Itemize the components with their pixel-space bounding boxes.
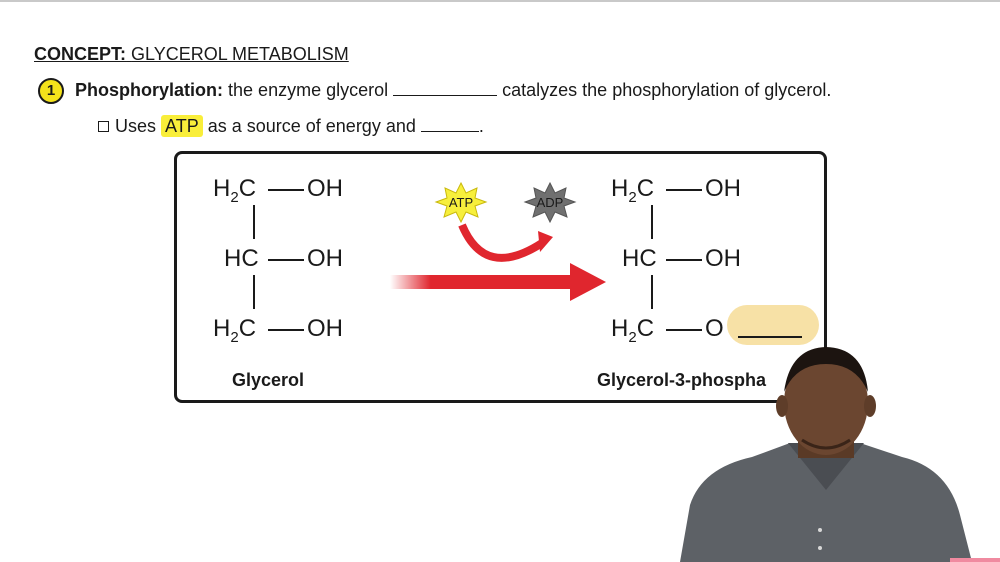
step-number-badge: 1 [38,78,64,104]
reactant-c3: H2C [213,315,257,346]
reactant-vbond-2 [253,275,255,309]
atp-adp-curve [458,223,545,262]
concept-heading: CONCEPT: GLYCEROL METABOLISM [34,44,349,65]
step-text-before: the enzyme glycerol [228,79,389,100]
product-c2: HC [622,245,657,272]
product-c3: H2C [611,315,655,346]
step-1-row: 1 Phosphorylation: the enzyme glycerol c… [38,78,831,104]
concept-title: GLYCEROL METABOLISM [131,44,349,64]
product-vbond-2 [651,275,653,309]
bullet-checkbox-icon [98,120,109,132]
curve-arrow-head [538,231,553,252]
atp-burst-icon: ATP [434,181,488,224]
reactant-c1: H2C [213,175,257,206]
concept-prefix: CONCEPT: [34,44,127,64]
product-o-3: O [705,315,724,342]
phosphate-blank [738,336,802,338]
product-oh-1: OH [705,175,741,202]
product-bond-2 [666,259,702,261]
reactant-label: Glycerol [232,370,305,390]
phosphate-highlight [727,305,819,345]
reactant-c2: HC [224,245,259,272]
reactant-oh-3: OH [307,315,343,342]
reactant-oh-1: OH [307,175,343,202]
product-oh-2: OH [705,245,741,272]
product-bond-3 [666,329,702,331]
reaction-arrow-graphic: ATP ADP [390,181,606,301]
step-text-after: catalyzes the phosphorylation of glycero… [502,79,832,100]
product-label: Glycerol-3-phospha [597,370,767,390]
main-arrow-head [570,263,606,301]
adp-burst-icon: ADP [523,181,577,224]
top-divider [0,0,1000,2]
step-heading: Phosphorylation: [75,79,224,100]
progress-strip [950,558,1000,562]
product-c1: H2C [611,175,655,206]
reactant-bond-2 [268,259,304,261]
reactant-oh-2: OH [307,245,343,272]
enzyme-name-blank [393,79,498,96]
product-vbond-1 [651,205,653,239]
bullet-text-before: Uses [115,116,157,136]
bullet-text-after: as a source of energy and [207,116,416,136]
presenter-video [680,347,972,562]
atp-label: ATP [449,195,473,210]
reactant-bond-3 [268,329,304,331]
product-blank [420,115,479,132]
reactant-vbond-1 [253,205,255,239]
bullet-row: Uses ATP as a source of energy and . [98,115,484,137]
product-bond-1 [666,189,702,191]
bullet-end: . [478,116,484,136]
adp-label: ADP [537,195,564,210]
main-arrow-shaft [390,275,575,289]
atp-highlight: ATP [161,115,203,137]
reactant-bond-1 [268,189,304,191]
